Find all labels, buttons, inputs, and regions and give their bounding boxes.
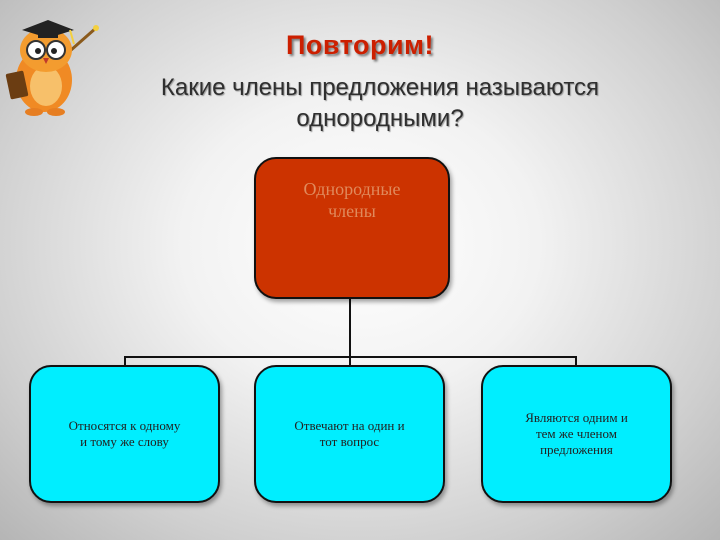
- child-3-line-2: тем же членом: [525, 426, 628, 442]
- diagram-child-node-2: Отвечают на один и тот вопрос: [254, 365, 445, 503]
- diagram-child-node-1: Относятся к одному и тому же слову: [29, 365, 220, 503]
- child-2-line-2: тот вопрос: [294, 434, 404, 450]
- child-3-line-3: предложения: [525, 442, 628, 458]
- child-2-line-1: Отвечают на один и: [294, 418, 404, 434]
- child-1-line-1: Относятся к одному: [69, 418, 181, 434]
- diagram-root-node: Однородные члены: [254, 157, 450, 299]
- root-label-line-1: Однородные: [304, 179, 401, 199]
- diagram-child-node-3: Являются одним и тем же членом предложен…: [481, 365, 672, 503]
- root-label-line-2: члены: [328, 201, 376, 221]
- child-1-line-2: и тому же слову: [69, 434, 181, 450]
- child-3-line-1: Являются одним и: [525, 410, 628, 426]
